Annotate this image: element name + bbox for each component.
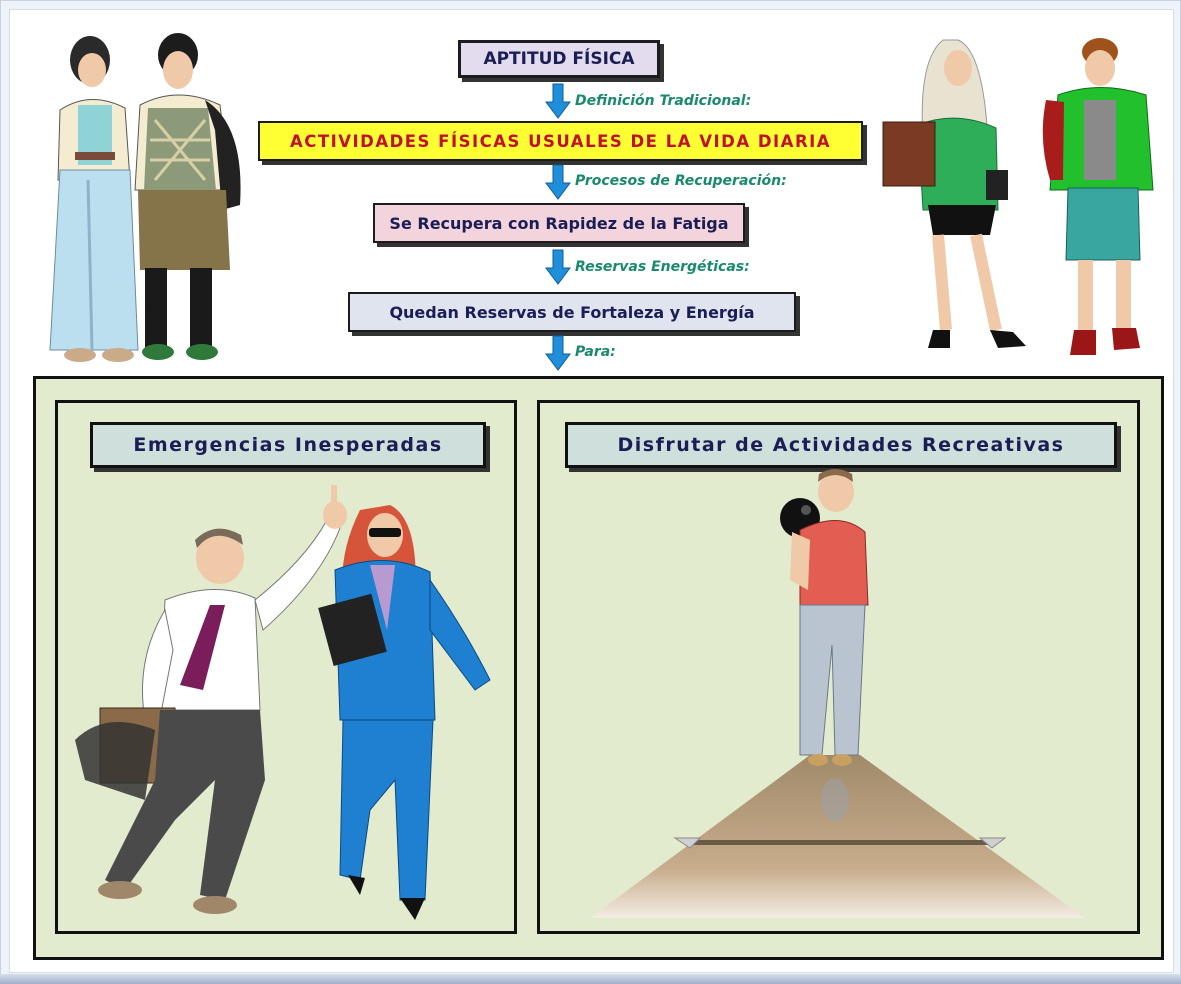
- box-actividades-text: ACTIVIDADES FÍSICAS USUALES DE LA VIDA D…: [289, 131, 832, 151]
- emergencias-title-text: Emergencias Inesperadas: [133, 434, 443, 456]
- arrow-down-icon: [545, 164, 571, 200]
- step-label-recuperacion: Procesos de Recuperación:: [575, 173, 787, 189]
- box-reservas-text: Quedan Reservas de Fortaleza y Energía: [389, 302, 755, 322]
- step-label-reservas: Reservas Energéticas:: [575, 259, 750, 275]
- step-label-definicion: Definición Tradicional:: [575, 93, 752, 109]
- title-box: APTITUD FÍSICA: [458, 40, 660, 78]
- bowling-illustration: [590, 469, 1085, 918]
- box-recupera-text: Se Recupera con Rapidez de la Fatiga: [389, 213, 729, 233]
- arrow-down-icon: [545, 249, 571, 285]
- box-actividades: ACTIVIDADES FÍSICAS USUALES DE LA VIDA D…: [258, 121, 863, 161]
- bottom-band: [0, 974, 1181, 984]
- arrow-down-icon: [545, 335, 571, 371]
- couple-walking-illustration: [49, 33, 241, 362]
- recreativas-title: Disfrutar de Actividades Recreativas: [565, 422, 1117, 468]
- recreativas-title-text: Disfrutar de Actividades Recreativas: [617, 434, 1065, 456]
- arrow-down-icon: [545, 83, 571, 119]
- step-label-para: Para:: [575, 344, 616, 360]
- commuters-illustration: [882, 38, 1154, 355]
- box-reservas: Quedan Reservas de Fortaleza y Energía: [348, 292, 796, 332]
- title-text: APTITUD FÍSICA: [483, 49, 635, 69]
- emergencias-title: Emergencias Inesperadas: [90, 422, 486, 468]
- box-recupera: Se Recupera con Rapidez de la Fatiga: [373, 203, 745, 243]
- running-people-illustration: [75, 485, 491, 920]
